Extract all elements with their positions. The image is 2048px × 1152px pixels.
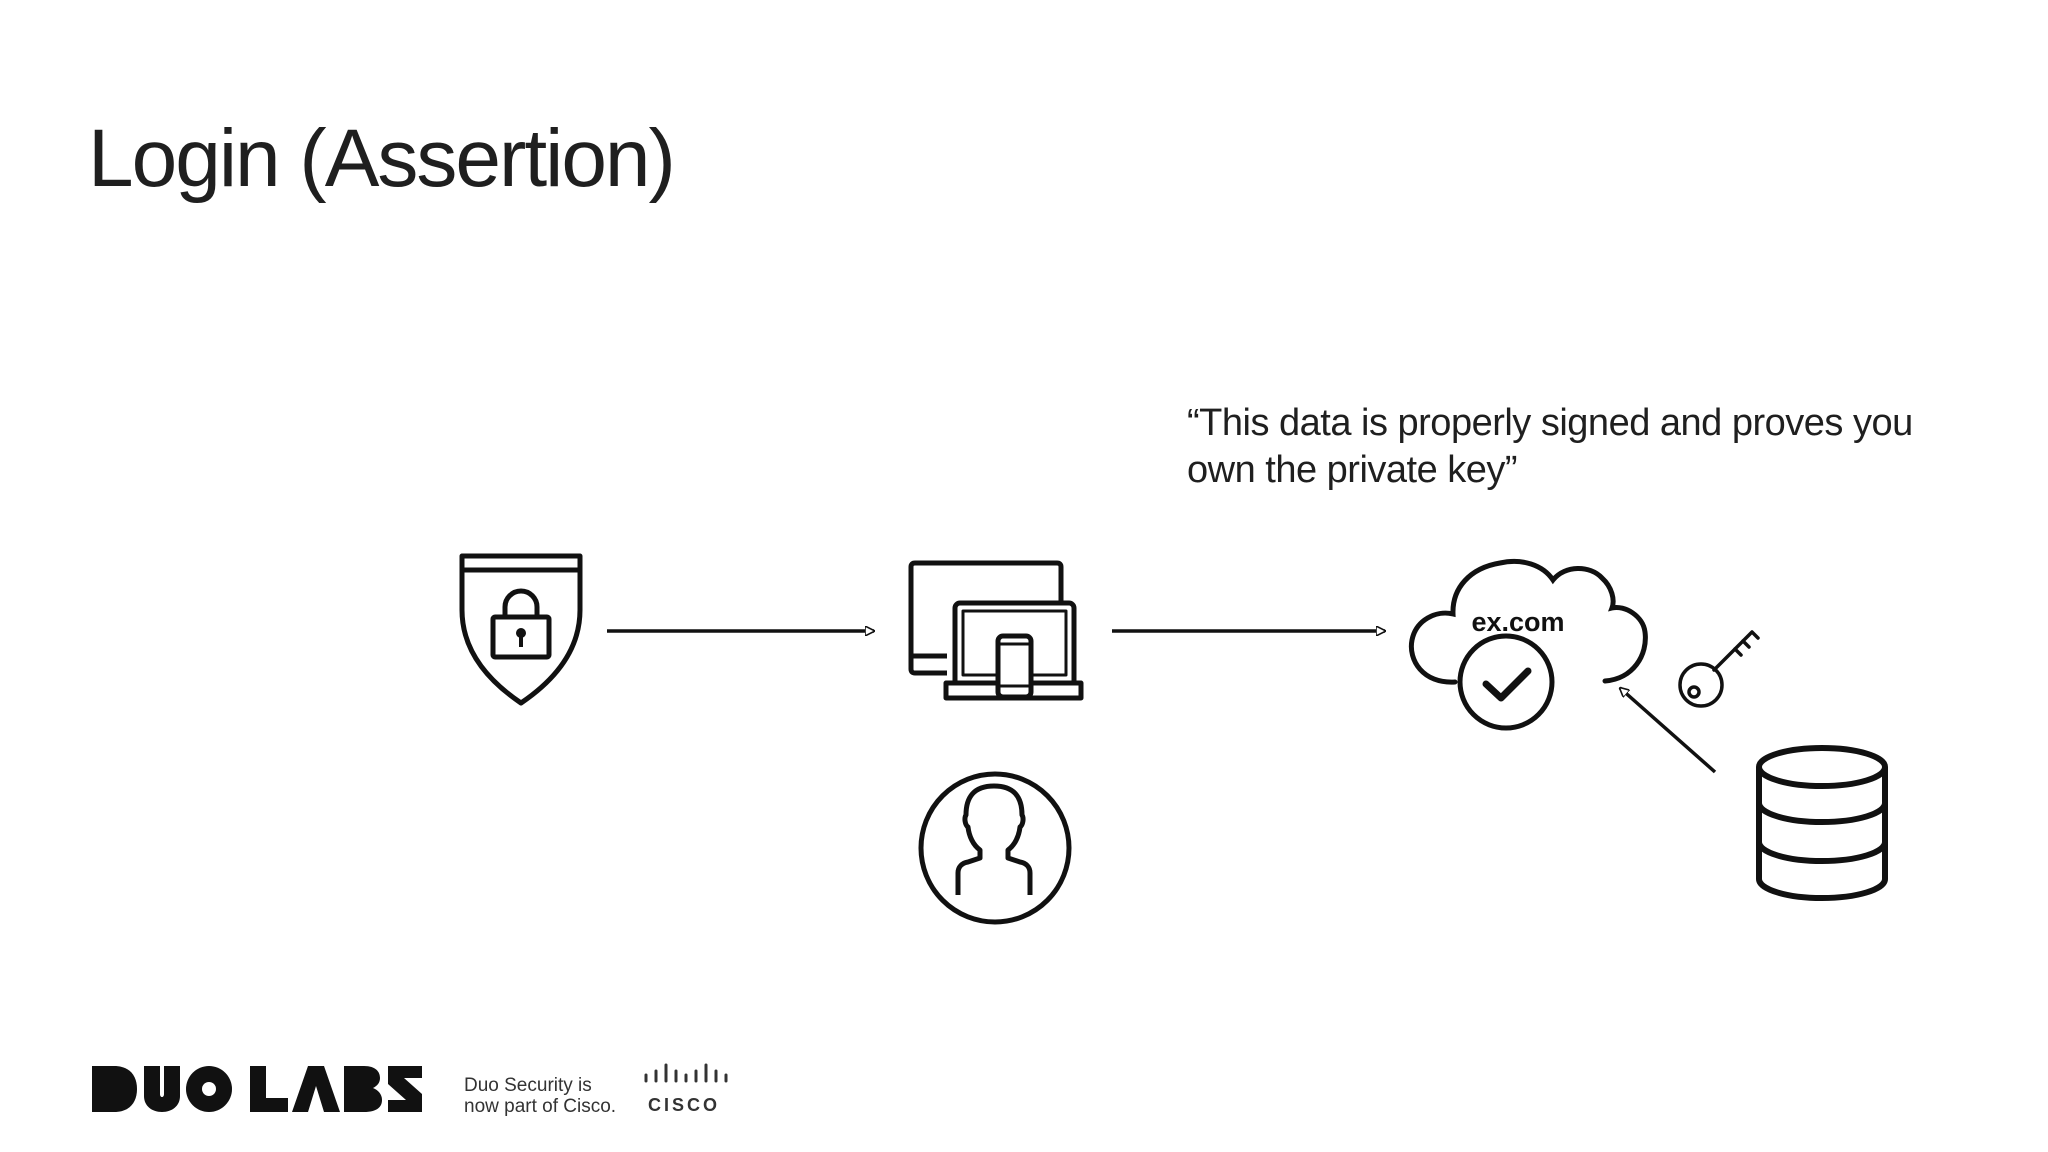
- cisco-acquisition-note: Duo Security is now part of Cisco.: [464, 1075, 616, 1117]
- server-domain-label: ex.com: [1471, 607, 1564, 637]
- cisco-note-line-2: now part of Cisco.: [464, 1096, 617, 1117]
- database-icon: [1756, 745, 1888, 901]
- devices-icon: [908, 560, 1084, 701]
- arrow-storage-to-server: [1620, 688, 1717, 774]
- cisco-note-line-1: Duo Security is: [464, 1075, 592, 1096]
- quote-line-2: own the private key”: [1187, 449, 1518, 491]
- cisco-wordmark: CISCO: [648, 1095, 721, 1115]
- cisco-bars-icon: [644, 1063, 728, 1083]
- user-avatar-icon: [918, 771, 1072, 925]
- shield-lock-icon: [459, 553, 583, 706]
- cloud-check-icon: [1408, 558, 1648, 731]
- key-icon: [1678, 630, 1760, 708]
- duo-labs-logo: [92, 1066, 422, 1112]
- assertion-quote: “This data is properly signed and proves…: [1187, 400, 2007, 494]
- quote-line-1: “This data is properly signed and proves…: [1187, 402, 1913, 444]
- page-title: Login (Assertion): [88, 113, 676, 204]
